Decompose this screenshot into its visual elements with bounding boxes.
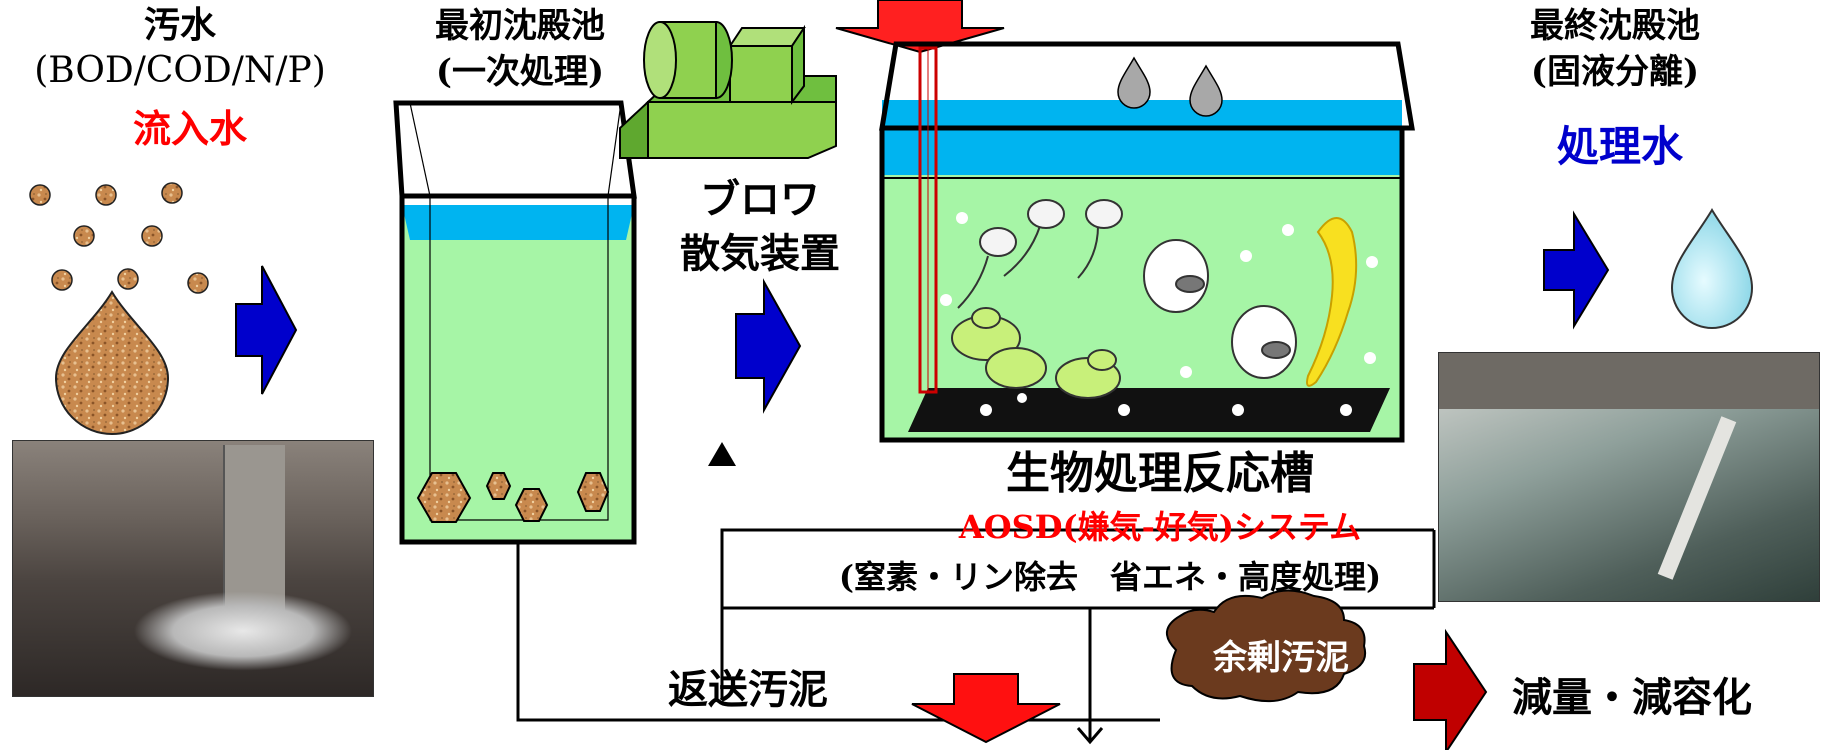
blower-icon xyxy=(619,21,837,159)
bioreactor-system: AOSD(嫌気-好気)システム xyxy=(958,508,1362,546)
return-sludge-label: 返送汚泥 xyxy=(668,666,828,713)
blower-label-2: 散気装置 xyxy=(680,230,840,277)
sewage-particles xyxy=(29,182,209,294)
microorganism-icon xyxy=(951,199,1358,399)
sewage-drop-icon xyxy=(54,290,170,435)
reduction-arrow xyxy=(1413,628,1488,750)
settled-sludge xyxy=(416,472,610,523)
final-output-label: 処理水 xyxy=(1556,122,1683,171)
return-sludge-arrow xyxy=(911,673,1061,744)
excess-sludge-cloud xyxy=(1166,589,1366,703)
photo-influent-channel xyxy=(12,440,374,697)
primary-clarifier-title: 最初沈殿池 xyxy=(435,6,605,46)
reduction-label: 減量・減容化 xyxy=(1512,674,1752,721)
clean-water-drop-icon xyxy=(1670,208,1754,329)
air-supply-arrow xyxy=(835,0,1005,54)
photo-final-clarifier xyxy=(1438,352,1820,602)
excess-sludge-label: 余剰汚泥 xyxy=(1213,638,1349,678)
return-arrowhead xyxy=(708,442,736,466)
final-clarifier-subtitle: (固液分離) xyxy=(1530,52,1700,92)
influent-name: 流入水 xyxy=(132,106,247,151)
influent-params: (BOD/COD/N/P) xyxy=(34,50,326,91)
flow-arrow-influent xyxy=(235,265,298,395)
bioreactor-title: 生物処理反応槽 xyxy=(1006,448,1314,499)
primary-clarifier-tank xyxy=(393,100,637,545)
bioreactor-features: (窒素・リン除去 省エネ・高度処理) xyxy=(838,558,1382,596)
final-clarifier-title: 最終沈殿池 xyxy=(1530,6,1700,46)
blower-label-1: ブロワ xyxy=(700,176,820,223)
flow-arrow-final xyxy=(1543,210,1610,330)
flow-arrow-primary-to-bio xyxy=(735,278,802,414)
air-bubbles xyxy=(940,212,1378,416)
influent-heading: 汚水 xyxy=(143,4,216,46)
primary-clarifier-subtitle: (一次処理) xyxy=(435,52,605,92)
